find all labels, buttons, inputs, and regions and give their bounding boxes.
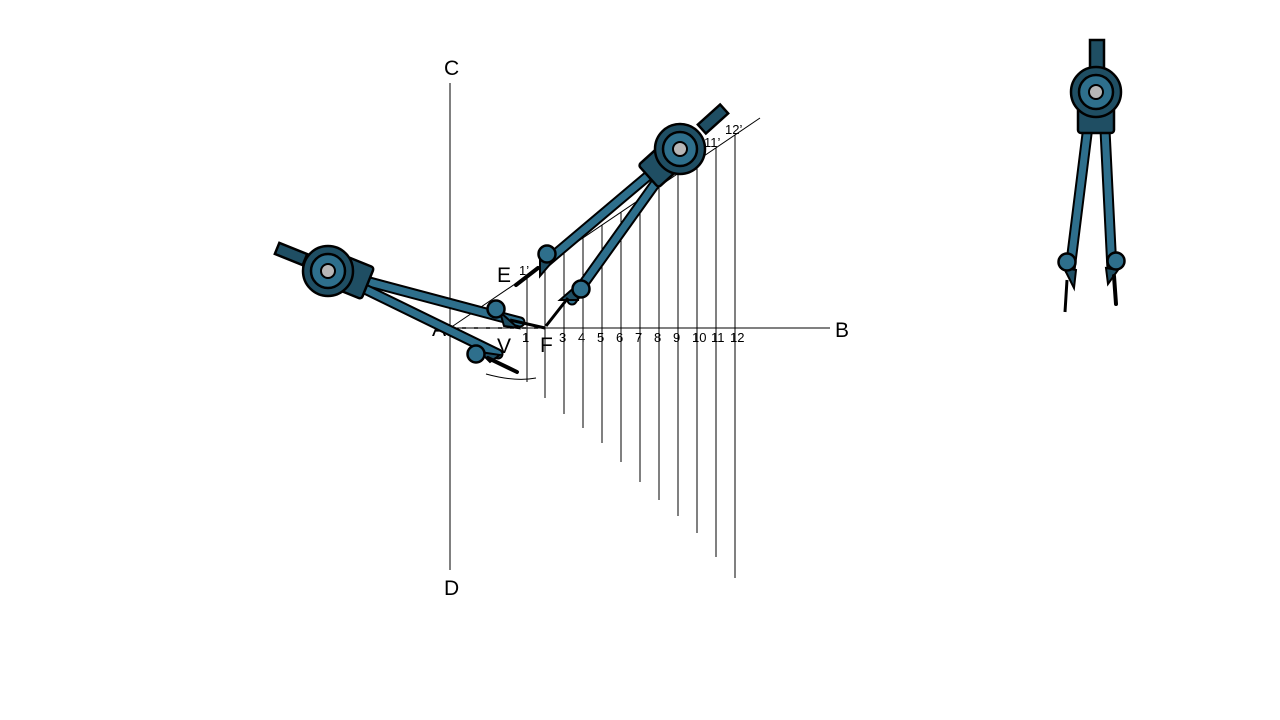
tick-label: 10 [692,330,706,345]
tick-label: 9 [673,330,680,345]
label-e: E [497,264,511,287]
tick-label: 4 [578,330,585,345]
tick-label: 3 [559,330,566,345]
prime-label: 1’ [519,263,529,278]
compass-icon [1057,38,1126,313]
label-c: C [444,57,459,80]
prime-label: 12’ [725,122,742,137]
compass-icon [514,102,730,327]
label-b: B [835,319,849,342]
tick-label: 11 [711,330,725,345]
tick-label: 8 [654,330,661,345]
tick-label: 12 [730,330,744,345]
compass-icon [273,241,546,374]
prime-labels: 1’ 11’ 12’ [519,122,742,278]
tick-label: 7 [635,330,642,345]
label-d: D [444,577,459,600]
tick-label: 5 [597,330,604,345]
label-f: F [540,334,553,357]
prime-label: 11’ [704,135,720,150]
compass-arc [485,373,537,380]
inclined-line [449,117,761,329]
tick-label: 1 [522,330,529,345]
ordinate-lines [526,134,736,578]
tick-label: 6 [616,330,623,345]
